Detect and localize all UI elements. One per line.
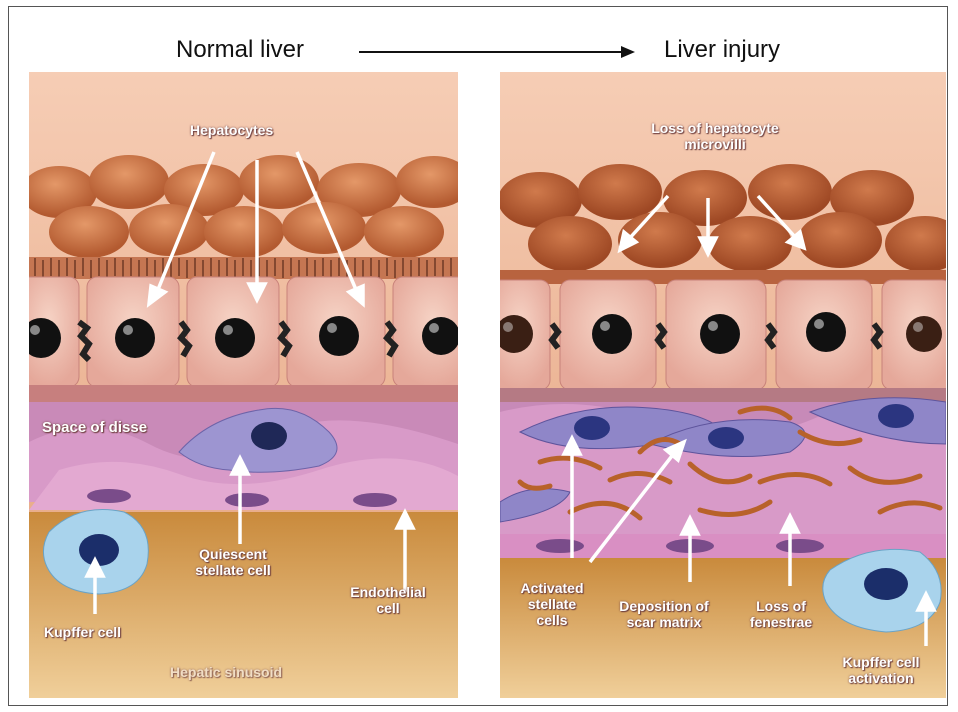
transition-arrow (355, 42, 640, 62)
label-kupffer-cell: Kupffer cell (44, 624, 121, 640)
liver-injury-title: Liver injury (664, 36, 780, 64)
label-kupffer-cell-activation: Kupffer cell activation (826, 654, 936, 686)
normal-liver-title: Normal liver (176, 36, 304, 64)
label-loss-of-hepatocyte-microvilli: Loss of hepatocyte microvilli (650, 120, 780, 152)
label-activated-stellate-cells: Activated stellate cells (512, 580, 592, 628)
label-hepatocytes: Hepatocytes (190, 122, 273, 138)
label-quiescent-stellate-cell: Quiescent stellate cell (178, 546, 288, 578)
label-deposition-of-scar-matrix: Deposition of scar matrix (614, 598, 714, 630)
label-space-of-disse: Space of disse (42, 419, 147, 436)
label-endothelial-cell: Endothelial cell (338, 584, 438, 616)
label-hepatic-sinusoid: Hepatic sinusoid (170, 664, 282, 680)
label-loss-of-fenestrae: Loss of fenestrae (736, 598, 826, 630)
